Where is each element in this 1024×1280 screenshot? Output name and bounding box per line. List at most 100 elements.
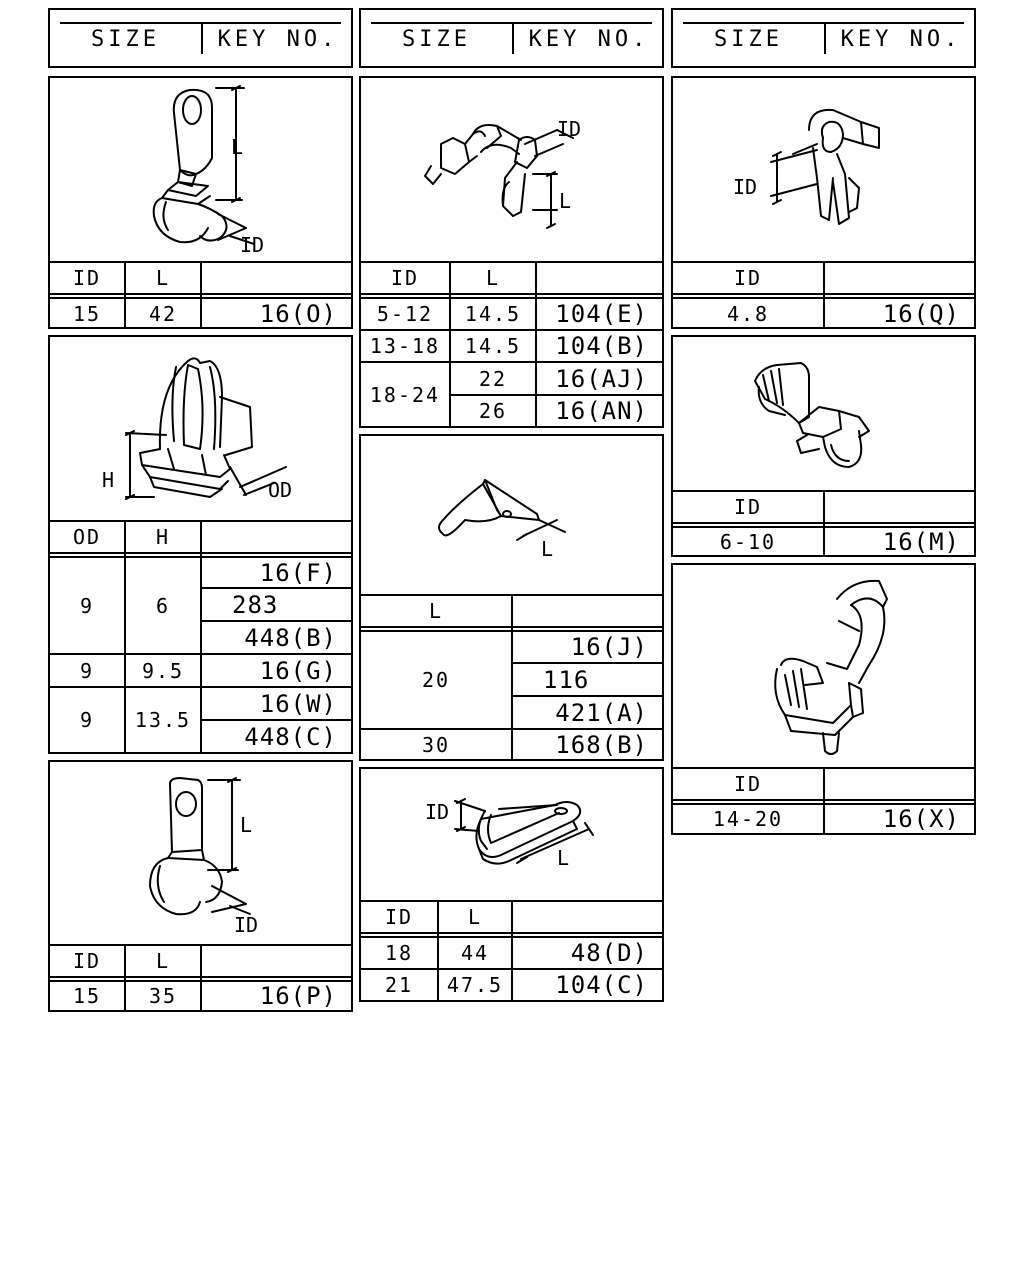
dim-label-l: L	[559, 189, 571, 213]
dim-label-od: OD	[268, 478, 292, 502]
cell-id: 18-24	[369, 382, 441, 407]
header-key-no: KEY NO.	[528, 26, 650, 52]
header-box-col2: SIZE KEY NO.	[359, 8, 664, 68]
bracket-clip-drawing: ID L	[424, 117, 581, 229]
p-clip-drawing: ID L	[425, 798, 594, 870]
cell-key: 104(E)	[555, 300, 648, 328]
cell-l: 26	[478, 399, 508, 423]
panel-bracket-clip: ID L ID L 5-12 14.5 104(E) 13-18 14.5 10…	[359, 76, 664, 428]
push-clip-drawing: H OD	[102, 357, 292, 502]
cell-key: 16(AN)	[555, 397, 648, 425]
dim-label-id: ID	[240, 233, 264, 257]
cell-key: 283	[232, 590, 279, 619]
cell-l: 14.5	[464, 334, 522, 358]
col-header-h: H	[155, 525, 171, 549]
header-size: SIZE	[91, 26, 160, 52]
cell-key: 16(J)	[570, 633, 648, 661]
header-size: SIZE	[714, 26, 783, 52]
dim-label-l: L	[557, 846, 569, 870]
panel-bent-tab-clip: L L 20 16(J) 116 421(A) 30 168(B)	[359, 434, 664, 761]
panel-push-clip-od-h: H OD OD H 9 6 16(F) 283 448(B) 9 9.5 16(…	[48, 335, 353, 754]
panel-double-clip: ID 6-10 16(M)	[671, 335, 976, 557]
cell-od: 9	[79, 708, 95, 732]
cell-h: 9.5	[141, 658, 185, 683]
cell-h: 13.5	[134, 708, 192, 732]
cell-key: 16(AJ)	[555, 364, 648, 393]
cell-l: 47.5	[446, 973, 504, 997]
cell-key: 448(C)	[244, 722, 337, 751]
cell-id: 14-20	[712, 807, 784, 831]
dim-label-id: ID	[557, 117, 581, 141]
cell-key: 16(Q)	[882, 300, 960, 328]
cell-id: 18	[384, 941, 414, 965]
col-header-l: L	[155, 949, 171, 973]
cell-key: 16(W)	[259, 689, 337, 718]
dim-label-l: L	[541, 537, 553, 561]
col-header-l: L	[485, 266, 501, 290]
cell-key: 48(D)	[570, 939, 648, 967]
cell-key: 16(F)	[259, 558, 337, 587]
cell-id: 5-12	[376, 302, 434, 326]
cell-od: 9	[79, 593, 95, 618]
col-header-id: ID	[733, 772, 763, 796]
dim-label-h: H	[102, 468, 114, 492]
cell-key: 16(O)	[259, 300, 337, 328]
header-box-col3: SIZE KEY NO.	[671, 8, 976, 68]
double-clip-drawing	[754, 362, 870, 468]
panel-p-clip: ID L ID L 18 44 48(D) 21 47.5 104(C)	[359, 767, 664, 1002]
cell-key: 16(P)	[259, 982, 337, 1010]
cell-l: 20	[421, 668, 451, 692]
cell-l: 30	[421, 732, 451, 757]
cell-l: 14.5	[464, 302, 522, 326]
cell-l: 22	[478, 366, 508, 391]
col-header-id: ID	[733, 266, 763, 290]
panel-large-clamp: ID 14-20 16(X)	[671, 563, 976, 835]
col-header-id: ID	[390, 266, 420, 290]
bent-tab-drawing: L	[438, 479, 566, 561]
dim-label-l: L	[231, 135, 243, 159]
cell-id: 6-10	[719, 529, 777, 554]
cell-key: 168(B)	[555, 730, 648, 759]
cell-l: 35	[148, 984, 178, 1008]
cell-key: 116	[543, 665, 590, 694]
clip-4-8-drawing: ID	[733, 108, 880, 225]
clip-tab-drawing: L ID	[152, 85, 264, 257]
col-header-id: ID	[72, 266, 102, 290]
header-key-no: KEY NO.	[217, 26, 339, 52]
cell-id: 21	[384, 973, 414, 997]
col-header-l: L	[155, 266, 171, 290]
clip-tab-35-drawing: L ID	[149, 777, 258, 937]
cell-key: 16(M)	[882, 527, 960, 556]
dim-label-id: ID	[425, 800, 449, 824]
panel-clip-tab-35: L ID ID L 15 35 16(P)	[48, 760, 353, 1012]
cell-id: 15	[72, 302, 102, 326]
cell-l: 44	[460, 941, 490, 965]
cell-id: 15	[72, 984, 102, 1008]
panel-clip-tab-42: L ID ID L 15 42 16(O)	[48, 76, 353, 329]
cell-key: 421(A)	[555, 698, 648, 727]
col-header-id: ID	[733, 495, 763, 519]
cell-key: 104(C)	[555, 971, 648, 999]
cell-l: 42	[148, 302, 178, 326]
cell-key: 16(X)	[882, 805, 960, 833]
cell-od: 9	[79, 658, 95, 683]
header-size: SIZE	[402, 26, 471, 52]
large-clamp-drawing	[774, 579, 888, 755]
col-header-l: L	[467, 905, 483, 929]
col-header-id: ID	[384, 905, 414, 929]
col-header-od: OD	[72, 525, 102, 549]
panel-clip-id-4-8: ID ID 4.8 16(Q)	[671, 76, 976, 329]
header-box-col1: SIZE KEY NO.	[48, 8, 353, 68]
cell-key: 16(G)	[259, 656, 337, 685]
col-header-l: L	[428, 599, 444, 623]
dim-label-id: ID	[733, 175, 757, 199]
cell-id: 13-18	[369, 334, 441, 358]
cell-id: 4.8	[726, 302, 770, 326]
header-key-no: KEY NO.	[840, 26, 962, 52]
cell-key: 104(B)	[555, 332, 648, 360]
dim-label-l: L	[240, 813, 252, 837]
dim-label-id: ID	[234, 913, 258, 937]
col-header-id: ID	[72, 949, 102, 973]
cell-key: 448(B)	[244, 623, 337, 652]
cell-h: 6	[155, 593, 171, 618]
